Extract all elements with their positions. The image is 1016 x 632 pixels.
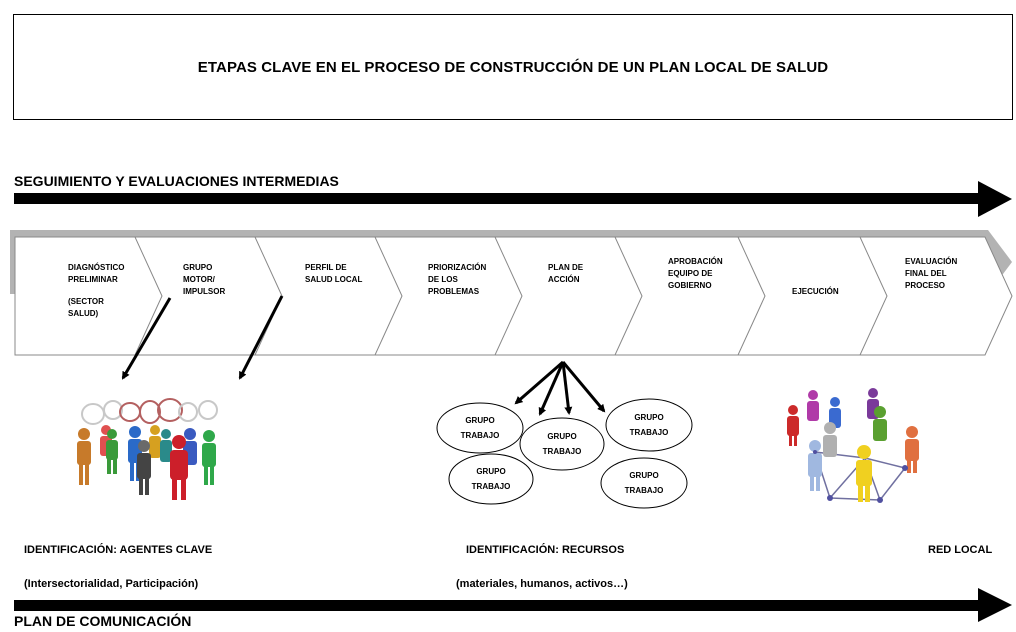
person-icon [160,429,172,462]
resources-caption-subtitle: (materiales, humanos, activos…) [456,578,628,590]
person-icon [149,425,161,458]
diagram-title: ETAPAS CLAVE EN EL PROCESO DE CONSTRUCCI… [197,58,829,76]
monitoring-arrow [14,181,1012,217]
person-icon [787,405,799,446]
person-icon [202,430,216,485]
agents-pointer-arrows [121,295,284,380]
communication-label: PLAN DE COMUNICACIÓN [14,613,192,629]
person-icon [808,440,822,491]
key-agents-illustration [77,398,218,500]
person-icon [106,429,118,474]
person-icon [856,445,872,502]
person-icon [77,428,91,485]
resources-caption-title: IDENTIFICACIÓN: RECURSOS [466,544,625,556]
person-icon [873,406,887,441]
agents-caption-subtitle: (Intersectorialidad, Participación) [24,578,199,590]
work-group-ellipse [605,398,693,452]
person-icon [807,390,819,421]
person-icon [170,435,188,500]
work-group-ellipse [600,457,688,509]
work-group-ellipses [436,398,693,509]
action-plan-arrows [514,360,606,416]
work-group-ellipse [436,402,524,454]
person-icon [905,426,919,473]
person-icon [137,440,151,495]
person-icon [823,422,837,457]
agents-caption-title: IDENTIFICACIÓN: AGENTES CLAVE [24,544,213,556]
local-network-illustration [787,388,919,503]
communication-arrow [14,588,1012,622]
stage-chevron-row [10,230,1013,356]
network-caption-title: RED LOCAL [928,544,993,556]
work-group-ellipse [519,417,605,471]
title-box: ETAPAS CLAVE EN EL PROCESO DE CONSTRUCCI… [13,14,1013,120]
stage-label-ejecucion: EJECUCIÓN [792,287,839,296]
stage-chevron [859,236,1013,356]
monitoring-label: SEGUIMIENTO Y EVALUACIONES INTERMEDIAS [14,173,339,189]
work-group-ellipse [448,453,534,505]
